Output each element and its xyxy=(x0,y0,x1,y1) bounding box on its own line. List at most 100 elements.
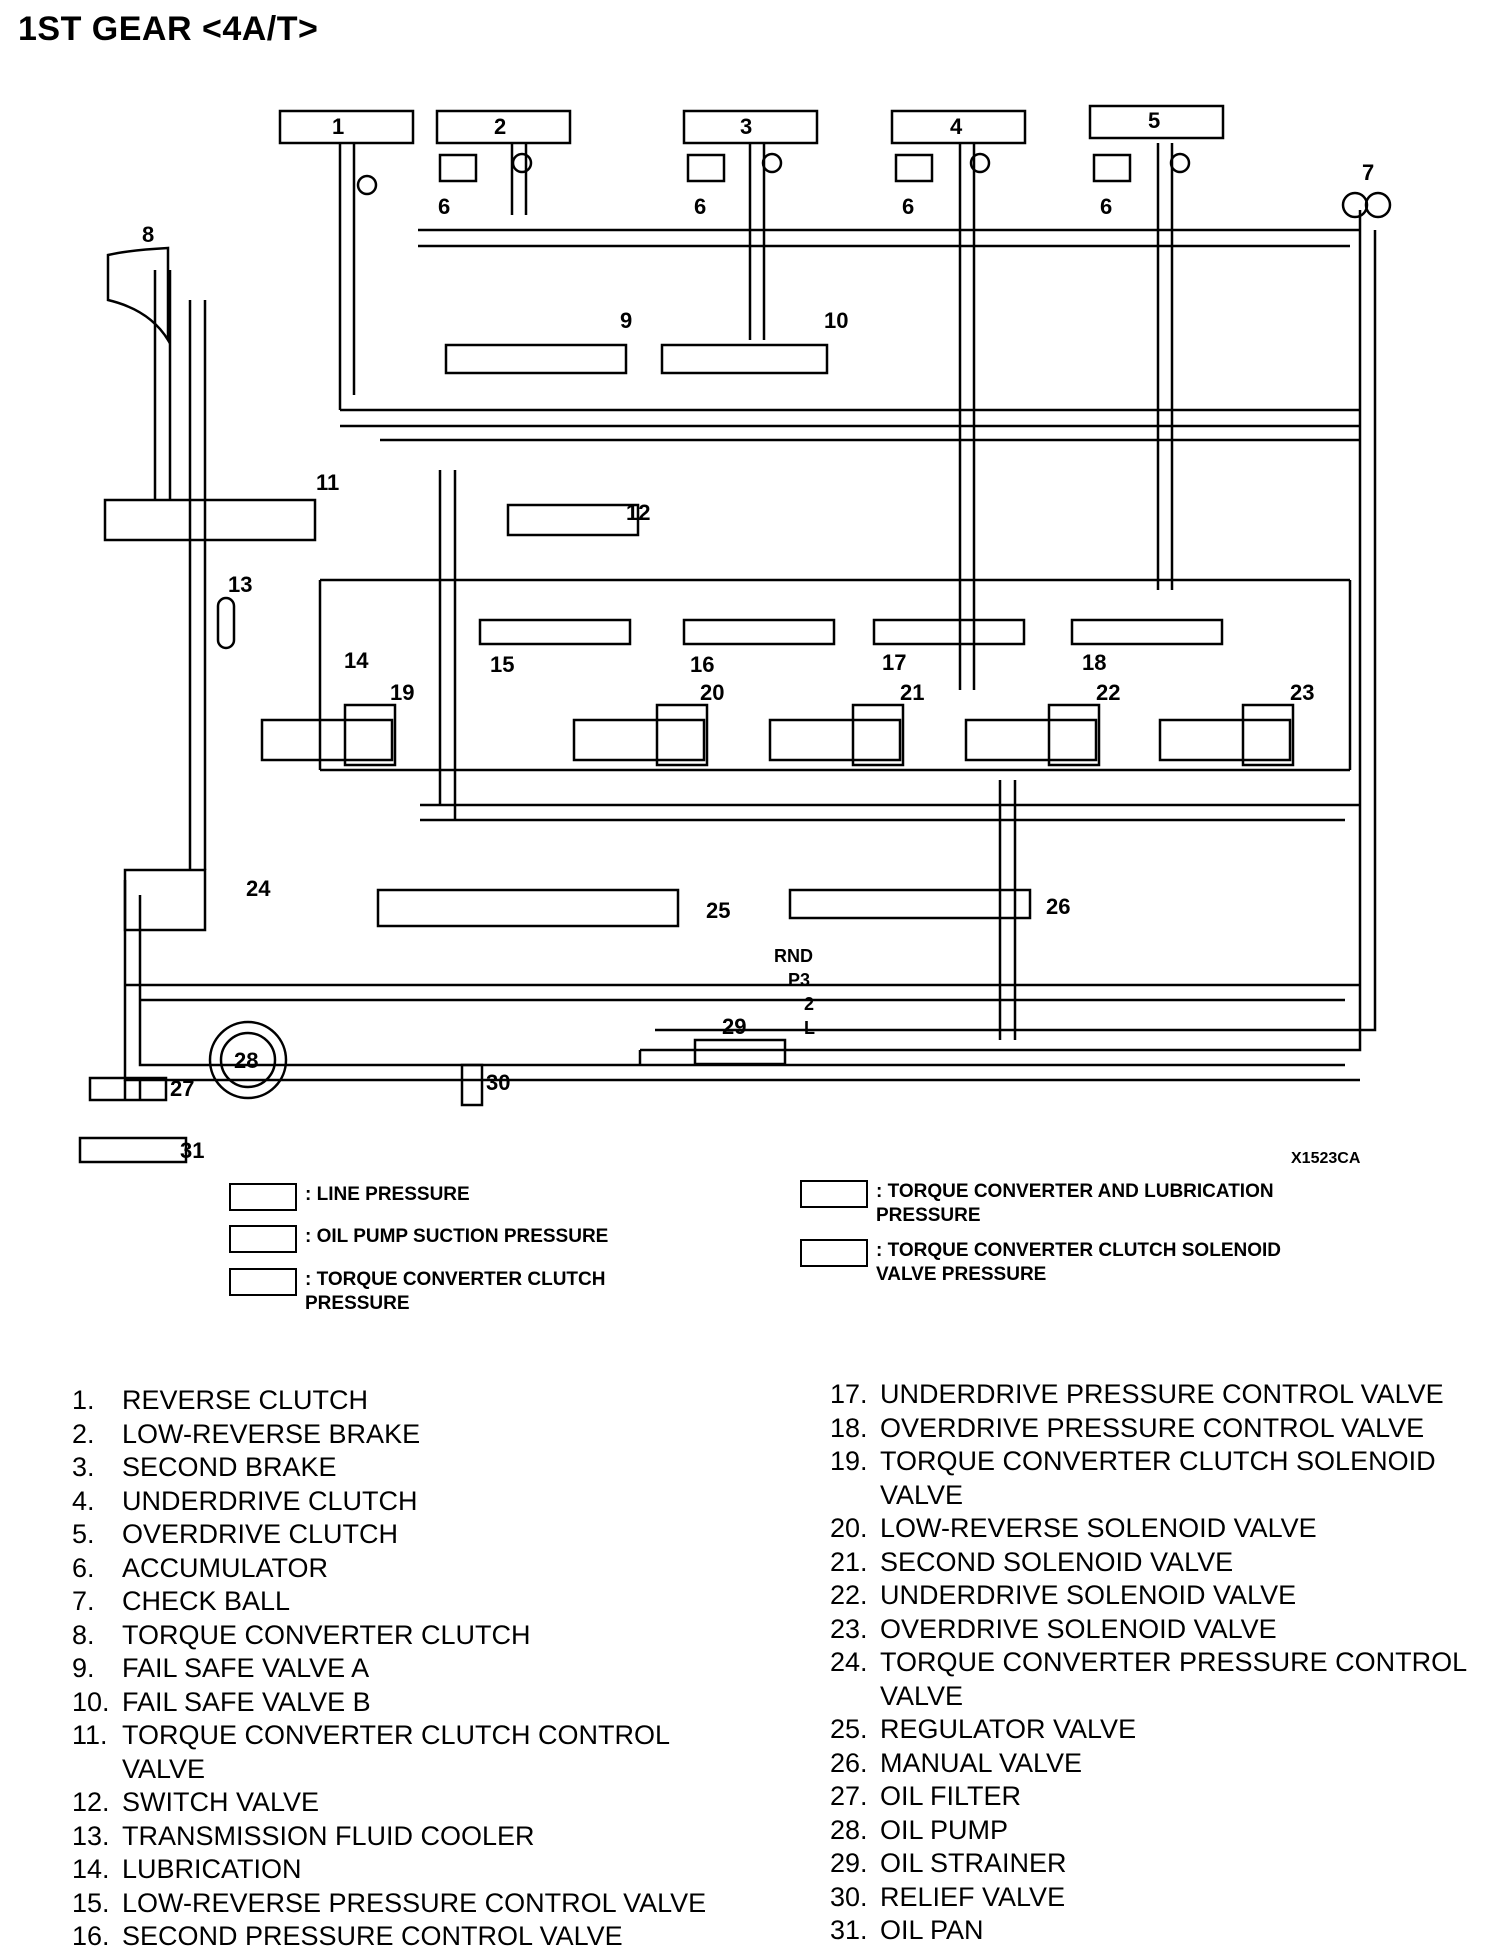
page-title: 1ST GEAR <4A/T> xyxy=(18,10,319,48)
part-list-item: 6.ACCUMULATOR xyxy=(72,1552,752,1586)
part-number: 30. xyxy=(830,1881,868,1912)
part-label: LOW-REVERSE BRAKE xyxy=(122,1418,421,1449)
callout-22: 22 xyxy=(1096,680,1120,705)
part-list-item: 24.TORQUE CONVERTER PRESSURE CONTROL VAL… xyxy=(830,1646,1490,1713)
part-label: OIL FILTER xyxy=(880,1781,1022,1811)
callout-26: 26 xyxy=(1046,894,1070,919)
fluid-passages xyxy=(123,143,1377,1100)
part-label: OIL PUMP xyxy=(880,1814,1009,1845)
part-label: RELIEF VALVE xyxy=(880,1881,1066,1912)
legend-tcc-pressure: : TORQUE CONVERTER CLUTCH PRESSURE xyxy=(229,1268,605,1316)
part-number: 16. xyxy=(72,1921,110,1951)
part-number: 5. xyxy=(72,1519,95,1549)
callout-10: 10 xyxy=(824,308,848,333)
oil-pan xyxy=(78,1136,188,1164)
position-rnd: RND xyxy=(774,946,813,966)
part-number: 8. xyxy=(72,1619,95,1650)
part-number: 20. xyxy=(830,1513,868,1543)
callout-9: 9 xyxy=(620,308,632,333)
callout-6c: 6 xyxy=(902,194,914,219)
part-number: 10. xyxy=(72,1686,110,1717)
part-label: SECOND BRAKE xyxy=(122,1452,337,1482)
part-list-item: 9.FAIL SAFE VALVE A xyxy=(72,1652,752,1686)
part-number: 4. xyxy=(72,1485,95,1516)
part-label: TORQUE CONVERTER CLUTCH CONTROL VALVE xyxy=(122,1720,670,1784)
part-number: 27. xyxy=(830,1781,868,1811)
legend-swatch xyxy=(800,1180,868,1208)
torque-converter-clutch-shape xyxy=(106,246,170,345)
part-label: LUBRICATION xyxy=(122,1854,302,1884)
legend-label: : TORQUE CONVERTER CLUTCH PRESSURE xyxy=(305,1269,606,1314)
callout-13: 13 xyxy=(228,572,252,597)
part-label: TORQUE CONVERTER CLUTCH xyxy=(122,1619,531,1650)
part-list-item: 31.OIL PAN xyxy=(830,1914,1490,1948)
callout-5: 5 xyxy=(1148,108,1160,133)
callout-6d: 6 xyxy=(1100,194,1112,219)
part-number: 29. xyxy=(830,1848,868,1878)
callout-17: 17 xyxy=(882,650,906,675)
legend-swatch xyxy=(229,1268,297,1296)
part-number: 6. xyxy=(72,1552,95,1583)
part-list-item: 8. TORQUE CONVERTER CLUTCH xyxy=(72,1619,752,1653)
oil-filter xyxy=(88,1076,168,1102)
callout-11: 11 xyxy=(316,470,339,495)
part-list-item: 17.UNDERDRIVE PRESSURE CONTROL VALVE xyxy=(830,1378,1490,1412)
tcc-control-valve xyxy=(103,498,317,542)
part-label: MANUAL VALVE xyxy=(880,1747,1083,1778)
part-list-item: 22.UNDERDRIVE SOLENOID VALVE xyxy=(830,1579,1490,1613)
part-number: 17. xyxy=(830,1379,868,1409)
callout-7: 7 xyxy=(1362,160,1374,185)
accumulators xyxy=(356,152,1191,196)
callout-8: 8 xyxy=(142,222,154,247)
part-label: OVERDRIVE SOLENOID VALVE xyxy=(880,1613,1277,1644)
part-number: 18. xyxy=(830,1412,868,1443)
lower-valves xyxy=(123,868,1032,932)
part-number: 15. xyxy=(72,1887,110,1918)
callout-30: 30 xyxy=(486,1070,510,1095)
part-label: SECOND SOLENOID VALVE xyxy=(880,1546,1234,1577)
part-label: REVERSE CLUTCH xyxy=(122,1385,369,1415)
callout-28: 28 xyxy=(234,1048,258,1073)
part-list-item: 4.UNDERDRIVE CLUTCH xyxy=(72,1485,752,1519)
legend-label: : LINE PRESSURE xyxy=(305,1184,470,1205)
oil-strainer xyxy=(693,1038,787,1066)
part-list-item: 7.CHECK BALL xyxy=(72,1585,752,1619)
part-list-item: 25.REGULATOR VALVE xyxy=(830,1713,1490,1747)
valve-bodies xyxy=(103,343,829,650)
part-label: FAIL SAFE VALVE A xyxy=(122,1653,370,1683)
cooler-13 xyxy=(216,596,236,650)
part-list-item: 13.TRANSMISSION FLUID COOLER xyxy=(72,1820,752,1854)
part-label: SECOND PRESSURE CONTROL VALVE xyxy=(122,1921,623,1951)
part-list-item: 12.SWITCH VALVE xyxy=(72,1786,752,1820)
callout-24: 24 xyxy=(246,876,271,901)
part-number: 14. xyxy=(72,1854,110,1884)
part-list-item: 30. RELIEF VALVE xyxy=(830,1881,1490,1915)
part-label: SWITCH VALVE xyxy=(122,1787,320,1817)
callout-4: 4 xyxy=(950,114,963,139)
callout-18: 18 xyxy=(1082,650,1106,675)
part-list-item: 14. LUBRICATION xyxy=(72,1853,752,1887)
reverse-clutch-box xyxy=(278,109,415,145)
fail-safe-valve-b xyxy=(660,343,829,375)
part-number: 22. xyxy=(830,1580,868,1610)
position-l: L xyxy=(804,1018,815,1038)
part-list-item: 1.REVERSE CLUTCH xyxy=(72,1384,752,1418)
part-number: 21. xyxy=(830,1546,868,1577)
legend-label: : OIL PUMP SUCTION PRESSURE xyxy=(305,1226,609,1247)
callout-labels: 1 2 3 4 5 6 6 6 6 7 8 9 10 11 12 13 14 1… xyxy=(142,108,1374,1163)
legend-swatch xyxy=(229,1225,297,1253)
part-number: 11. xyxy=(72,1720,108,1750)
fail-safe-valve-a xyxy=(444,343,628,375)
part-label: OIL PAN xyxy=(880,1915,984,1945)
callout-15: 15 xyxy=(490,652,514,677)
part-label: OVERDRIVE CLUTCH xyxy=(122,1519,399,1549)
part-label: CHECK BALL xyxy=(122,1586,291,1616)
tc-pressure-control-valve xyxy=(123,868,207,932)
part-label: REGULATOR VALVE xyxy=(880,1714,1137,1744)
callout-14: 14 xyxy=(344,648,369,673)
callout-21: 21 xyxy=(900,680,924,705)
legend-line-pressure: : LINE PRESSURE xyxy=(229,1183,470,1211)
underdrive-clutch-box xyxy=(890,109,1027,145)
part-list-item: 29.OIL STRAINER xyxy=(830,1847,1490,1881)
part-list-item: 11. TORQUE CONVERTER CLUTCH CONTROL VALVE xyxy=(72,1719,752,1786)
